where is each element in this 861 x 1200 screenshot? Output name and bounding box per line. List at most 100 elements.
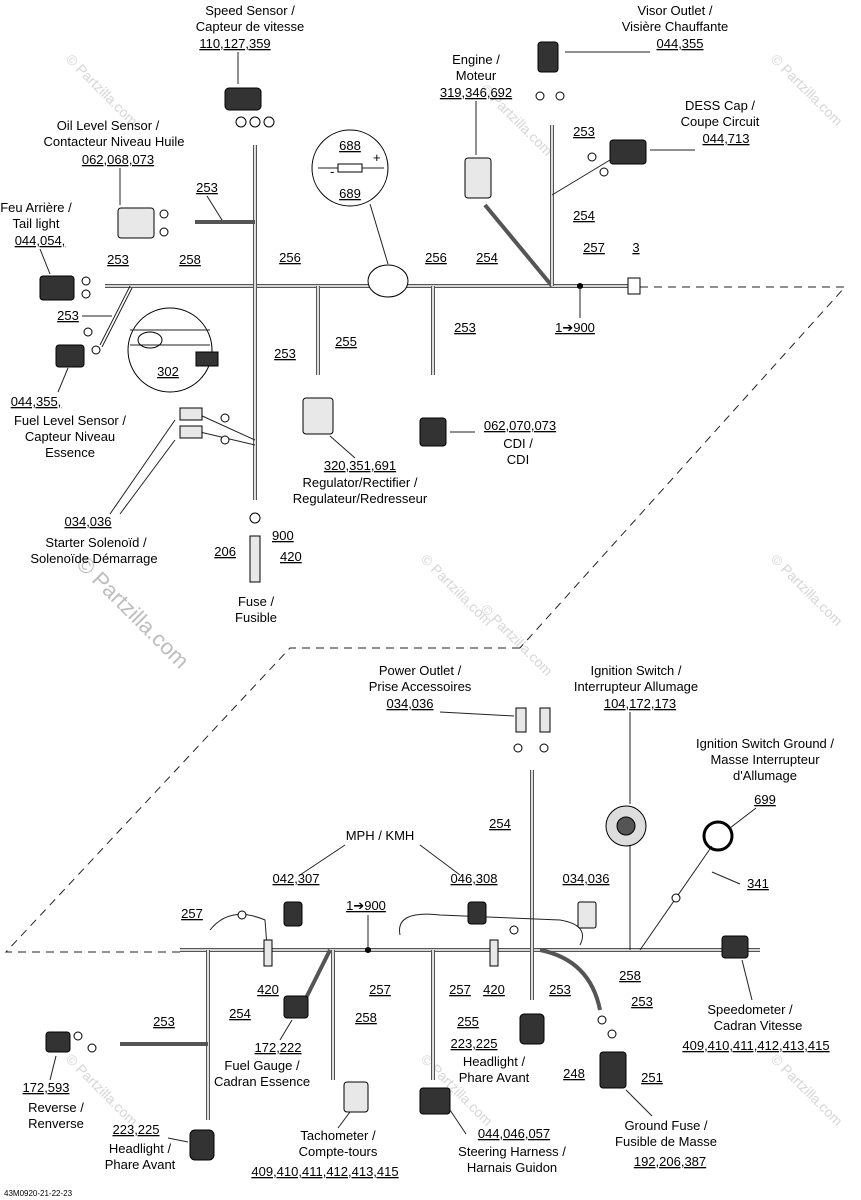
callout-254: 254 [476, 250, 498, 265]
bottom-connectors [45, 707, 749, 1161]
regulator-label-fr: Regulateur/Redresseur [293, 491, 428, 506]
fuse-part-206: 206 [214, 544, 236, 559]
dess-cap-label: DESS Cap / [685, 98, 755, 113]
callout-255: 255 [457, 1014, 479, 1029]
top-connectors [39, 41, 647, 583]
tachometer-label-fr: Compte-tours [299, 1144, 378, 1159]
cdi-connector [419, 417, 447, 447]
starter-terminal-2 [179, 425, 203, 439]
tachometer-parts: 409,410,411,412,413,415 [251, 1164, 398, 1179]
callout-253: 253 [549, 982, 571, 997]
fuel-gauge-label: Fuel Gauge / [224, 1058, 300, 1073]
callout-258: 258 [619, 968, 641, 983]
headlight-center-label-fr: Phare Avant [459, 1070, 530, 1085]
mph-loop [399, 913, 583, 946]
bottom-boundary [4, 647, 520, 953]
callout-253: 253 [274, 346, 296, 361]
ignition-ground-label-fr: Masse Interrupteur [710, 752, 820, 767]
callout-254: 254 [489, 816, 511, 831]
speedometer-connector [721, 935, 749, 959]
oil-level-label-fr: Contacteur Niveau Huile [44, 134, 185, 149]
speedometer-label: Speedometer / [707, 1002, 793, 1017]
ignition-switch-parts: 104,172,173 [604, 696, 676, 711]
steering-harness-parts: 044,046,057 [478, 1126, 550, 1141]
visor-outlet-connector [537, 41, 559, 73]
watermark-faint: © Partzilla.com [768, 1051, 846, 1129]
callout-257: 257 [369, 982, 391, 997]
fuse-part-900: 900 [272, 528, 294, 543]
cdi-label: CDI / [503, 436, 533, 451]
fuel-gauge-parts: 172,222 [255, 1040, 302, 1055]
ignition-ground-label-fr2: d'Allumage [733, 768, 797, 783]
power-outlet-terminal-1 [515, 707, 527, 733]
oil-level-label: Oil Level Sensor / [57, 118, 160, 133]
tail-light-parts: 044,054, [15, 233, 66, 248]
top-boundary [519, 286, 847, 649]
callout-254: 254 [229, 1006, 251, 1021]
callout-257: 257 [583, 240, 605, 255]
power-outlet-label-fr: Prise Accessoires [369, 679, 472, 694]
fuel-level-label-fr: Capteur Niveau [25, 429, 115, 444]
callout-253: 253 [196, 180, 218, 195]
fuse-420-b [489, 939, 499, 967]
watermark-faint: © Partzilla.com [478, 601, 556, 679]
detail-688-689: 688 + - 689 [311, 129, 409, 298]
headlight-center-label: Headlight / [463, 1054, 526, 1069]
callout-251: 251 [641, 1070, 663, 1085]
starter-parts: 034,036 [65, 514, 112, 529]
plus-sign: + [373, 150, 381, 165]
speedometer-parts: 409,410,411,412,413,415 [682, 1038, 829, 1053]
fuse-holder [249, 535, 261, 583]
bottom-labels: Power Outlet / Prise Accessoires 034,036… [23, 663, 835, 1179]
starter-terminal-1 [179, 407, 203, 421]
fuel-gauge-label-fr: Cadran Essence [214, 1074, 310, 1089]
ignition-switch-label: Ignition Switch / [590, 663, 681, 678]
regulator-label: Regulator/Rectifier / [303, 475, 418, 490]
ignition-ground-label: Ignition Switch Ground / [696, 736, 834, 751]
callout-253: 253 [631, 994, 653, 1009]
fuse-label: Fuse / [238, 594, 275, 609]
fuse-part-420: 420 [280, 549, 302, 564]
fuel-level-connector [55, 344, 85, 368]
reverse-label-fr: Renverse [28, 1116, 84, 1131]
ignition-switch-label-fr: Interrupteur Allumage [574, 679, 698, 694]
callout-258: 258 [179, 252, 201, 267]
headlight-center-parts: 223,225 [451, 1036, 498, 1051]
branch-tail-fuel [99, 285, 131, 346]
part-042-307: 042,307 [273, 871, 320, 886]
minus-sign: - [330, 164, 334, 179]
steering-harness-label: Steering Harness / [458, 1144, 566, 1159]
visor-outlet-label: Visor Outlet / [638, 3, 713, 18]
callout-253: 253 [454, 320, 476, 335]
branch-ground-fuse [539, 948, 602, 1011]
cdi-parts: 062,070,073 [484, 418, 556, 433]
section-boundaries [4, 286, 847, 953]
dess-cap-parts: 044,713 [703, 131, 750, 146]
steering-harness-label-fr: Harnais Guidon [467, 1160, 557, 1175]
power-outlet-terminal-2 [539, 707, 551, 733]
callout-257: 257 [181, 906, 203, 921]
callout-253: 253 [107, 252, 129, 267]
headlight-left-label-fr: Phare Avant [105, 1157, 176, 1172]
reverse-parts: 172,593 [23, 1080, 70, 1095]
callout-3: 3 [632, 240, 639, 255]
callout-255: 255 [335, 334, 357, 349]
callout-420: 420 [483, 982, 505, 997]
visor-outlet-parts: 044,355 [657, 36, 704, 51]
speed-sensor-label-fr: Capteur de vitesse [196, 19, 304, 34]
engine-connector [464, 157, 492, 199]
part-034-036: 034,036 [563, 871, 610, 886]
oil-level-parts: 062,068,073 [82, 152, 154, 167]
part-302: 302 [157, 364, 179, 379]
tail-light-label: Feu Arrière / [0, 200, 72, 215]
fuse-label-fr: Fusible [235, 610, 277, 625]
sleeve-3 [627, 277, 641, 295]
power-outlet-label: Power Outlet / [379, 663, 462, 678]
watermark-main: © Partzilla.com [71, 551, 194, 674]
callout-253: 253 [57, 308, 79, 323]
dess-cap-connector [609, 139, 647, 165]
engine-parts: 319,346,692 [440, 85, 512, 100]
diagram-code: 43M0920-21-22-23 [4, 1189, 73, 1198]
connector-042-307 [283, 901, 303, 927]
